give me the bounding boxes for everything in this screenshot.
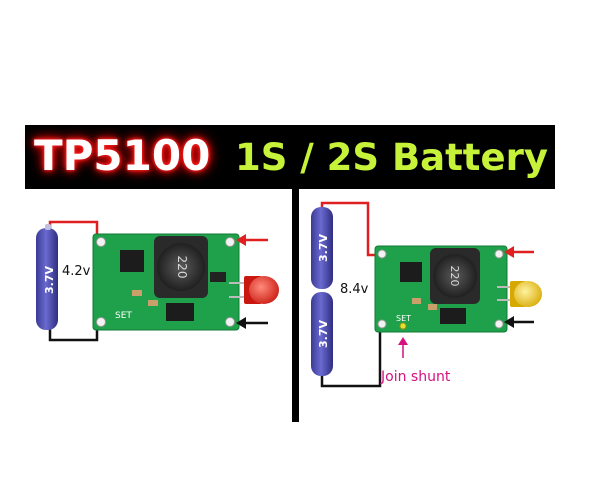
pad-in-minus: [494, 319, 504, 329]
right-input-arrows: [504, 246, 534, 328]
shunt-label: Join shunt: [381, 369, 451, 385]
smd-resistor: [148, 300, 158, 306]
voltage-label-right: 8.4v: [340, 282, 369, 297]
positive-wire: [320, 201, 378, 257]
smd-resistor: [132, 290, 142, 296]
battery-label: 3.7V: [43, 266, 56, 294]
title-model: TP5100: [34, 131, 211, 180]
left-board: 220 SET: [92, 233, 240, 331]
input-minus-arrowhead: [236, 317, 246, 329]
inductor-coil: [433, 254, 477, 298]
right-battery-top: 3.7V: [311, 207, 333, 289]
input-minus-arrowhead: [504, 316, 514, 328]
board-set-label: SET: [115, 311, 132, 321]
inductor-coil: [157, 243, 205, 291]
negative-wire: [48, 324, 99, 342]
battery-body: [311, 292, 333, 376]
inductor-marking: 220: [175, 256, 189, 279]
pad-bat-minus: [377, 319, 387, 329]
led-yellow: [514, 281, 542, 307]
voltage-label-left: 4.2v: [62, 264, 91, 279]
board-set-label: SET: [396, 314, 411, 323]
led-red: [249, 276, 279, 304]
pad-bat-minus: [96, 317, 106, 327]
center-divider: [292, 189, 299, 422]
ic-chip: [120, 250, 144, 272]
right-board: 220 SET: [374, 245, 508, 333]
smd-resistor: [412, 298, 421, 304]
inductor-marking: 220: [448, 266, 461, 287]
smd-resistor: [428, 304, 437, 310]
pad-bat-plus: [377, 249, 387, 259]
ic-chip: [400, 262, 422, 282]
battery-label: 3.7V: [317, 320, 330, 348]
left-battery: 3.7V: [36, 224, 58, 330]
left-input-arrows: [236, 234, 268, 329]
pad-in-plus: [225, 237, 235, 247]
pad-in-minus: [225, 317, 235, 327]
title-bar: [25, 125, 555, 189]
negative-wire: [320, 330, 382, 388]
shunt-arrowhead: [398, 337, 408, 345]
pad-bat-plus: [96, 237, 106, 247]
left-led: [229, 276, 279, 304]
shunt-pad: [399, 322, 407, 330]
smd-part: [210, 272, 226, 282]
right-wiring: [320, 201, 382, 388]
battery-terminal: [45, 224, 51, 230]
mosfet-chip: [166, 303, 194, 321]
right-battery-bottom: 3.7V: [311, 292, 333, 376]
battery-body: [36, 228, 58, 330]
right-led: [497, 281, 542, 307]
input-plus-arrowhead: [236, 234, 246, 246]
battery-label: 3.7V: [317, 234, 330, 262]
pad-in-plus: [494, 249, 504, 259]
input-plus-arrowhead: [504, 246, 514, 258]
mosfet-chip: [440, 308, 466, 324]
battery-body: [311, 207, 333, 289]
title-subtitle: 1S / 2S Battery: [235, 136, 548, 179]
shunt-pointer: [398, 337, 408, 358]
